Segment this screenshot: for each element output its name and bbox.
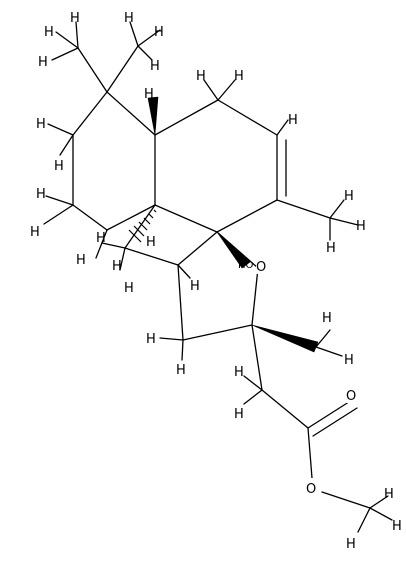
bond-double [312,407,358,437]
hashed-bond [128,209,157,243]
bond-lines [72,45,371,509]
atom-label-hydrogen: H [234,69,244,84]
bond [217,99,278,136]
stereo-bonds [128,96,319,353]
bond [276,199,331,219]
bond [307,399,353,429]
atom-label-oxygen: O [346,389,356,404]
bond [216,199,278,233]
atom-label-hydrogen: H [346,537,356,552]
bond [154,99,219,136]
bond [154,204,218,233]
atom-label-hydrogen: H [124,11,134,26]
atom-label-hydrogen: H [44,25,54,40]
bond [261,389,309,429]
bond [251,267,259,326]
atom-label-hydrogen: H [54,159,64,174]
wedge-bond [251,324,319,353]
atom-label-hydrogen: H [112,259,122,274]
atom-label-hydrogen: H [150,59,160,74]
bond [124,247,179,266]
bond [182,324,253,341]
atom-label-hydrogen: H [326,241,336,256]
atom-label-hydrogen: H [38,55,48,70]
bond [72,204,108,231]
atom-label-hydrogen: H [176,363,186,378]
atom-label-hydrogen: H [384,487,394,502]
atom-label-hydrogen: H [344,353,354,368]
atom-label-oxygen: O [256,260,266,275]
wedge-bond [147,96,159,136]
atom-label-overlap: HO [238,260,254,271]
atom-label-hydrogen: H [146,332,156,347]
atom-label-hydrogen: H [154,25,164,40]
atom-label-hydrogen: H [322,311,332,326]
atom-label-hydrogen: H [36,187,46,202]
atom-label-hydrogen: H [144,87,154,102]
atom-label-hydrogen: H [234,407,244,422]
atom-label-hydrogen: H [70,11,80,26]
atom-label-hydrogen: H [190,279,200,294]
bond [106,91,156,136]
atom-labels: O O O HO H H H H H H H H H H H H H H H H… [30,11,402,552]
atom-label-hydrogen: H [36,117,46,132]
atom-label-hydrogen: H [124,281,134,296]
bond [124,204,156,249]
bond [321,491,371,509]
atom-label-hydrogen: H [392,519,402,534]
hydrogen-bonds [43,21,393,533]
atom-label-hydrogen: H [196,69,206,84]
bond [307,427,313,479]
atom-label-hydrogen: H [96,231,106,246]
bond [251,324,263,391]
bond [106,45,139,93]
atom-label-oxygen: O [306,482,316,497]
atom-label-hydrogen: H [344,189,354,204]
bond [177,231,218,266]
atom-label-hydrogen: H [30,225,40,240]
bond [72,91,108,136]
atom-label-hydrogen: H [356,219,366,234]
bond [106,204,156,231]
wedge-bond [216,231,251,269]
bond [77,47,108,93]
atom-label-hydrogen: H [146,235,156,250]
atom-label-hydrogen: H [76,253,86,268]
atom-label-hydrogen: H [234,365,244,380]
atom-label-hydrogen: H [288,113,298,128]
bond [177,264,184,341]
